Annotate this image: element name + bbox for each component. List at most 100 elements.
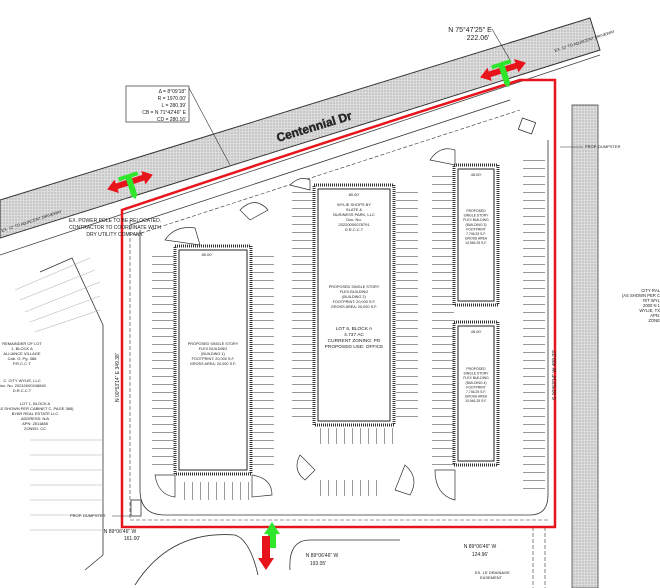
building-1-label: FOOTPRINT: 20,000 S.F. xyxy=(192,357,235,361)
dumpster-right xyxy=(517,117,537,135)
drainage-label-1: EX. 15' DRAINAGE xyxy=(475,570,510,575)
curve-chord-bearing: CB = N 71°42'46" E xyxy=(142,110,186,116)
neighbor-label-right: APN: xyxy=(650,313,660,318)
building-3-label: SINGLE STORY xyxy=(464,214,490,218)
neighbor-label-3: (AS SHOWN PER CABINET C, PAGE 385) xyxy=(0,406,74,411)
parking-south-b1 xyxy=(180,482,250,500)
south-left-distance: 161.00' xyxy=(124,536,140,542)
south-left-bearing: N 89°06'46" W xyxy=(104,529,137,535)
building-4-label: FLEX BUILDING xyxy=(463,376,489,380)
building-2-lot: CURRENT ZONING: PD xyxy=(328,338,381,344)
parking-west-b2 xyxy=(292,190,314,420)
landscape-island xyxy=(296,454,316,481)
neighbor-label-3: APN: 2511888 xyxy=(22,421,48,426)
east-sidewalk xyxy=(571,104,599,588)
landscape-island xyxy=(154,474,176,498)
neighbor-label-right: ZONE xyxy=(648,318,660,323)
building-2-owner: SLATE & xyxy=(346,207,362,212)
neighbor-boundary xyxy=(39,257,104,571)
building-1-label: PROPOSED SINGLE STORY xyxy=(188,342,239,346)
curve-radius: R = 1970.00' xyxy=(158,96,186,102)
dumpster-left-label: PROP. DUMPSTER xyxy=(70,513,106,518)
neighbor-label-2: D.R.C.C.T xyxy=(13,388,32,393)
building-2-owner: D.R.C.C.T xyxy=(345,227,364,232)
building-2-lot: LOT 6, BLOCK A xyxy=(336,326,373,332)
setback-line-north xyxy=(134,109,521,236)
west-bearing: N 00°53'14" E 349.38' xyxy=(115,353,121,402)
setback-line xyxy=(129,220,548,521)
building-2-owner: Doc. No. xyxy=(346,217,362,222)
building-4-label: PROPOSED xyxy=(466,367,486,371)
south-mid-distance: 193.05' xyxy=(310,561,326,567)
landscape-island xyxy=(289,178,311,191)
south-driveway xyxy=(134,534,259,586)
building-4-label: 7,746.25 S.F. xyxy=(466,390,486,394)
neighbor-label-3: ZONED: CC xyxy=(24,426,46,431)
building-4-label: SINGLE STORY xyxy=(464,372,490,376)
neighbor-label-1: P.R.C.C.T. xyxy=(13,361,31,366)
parking-south-b2 xyxy=(318,428,393,444)
curve-delta: Δ = 8°09'18" xyxy=(159,89,187,95)
building-2-lot: 4.737 AC xyxy=(344,332,364,338)
building-3-label: 7,746.25 S.F. xyxy=(466,232,486,236)
south-driveway-right xyxy=(289,539,400,571)
neighbor-label-3: LOT 1, BLOCK A xyxy=(20,401,51,406)
building-2-label: (BUILDING 2) xyxy=(342,295,366,299)
power-pole-note: DRY UTILITY COMPANY. xyxy=(86,232,143,238)
building-3-label: FLEX BUILDING xyxy=(463,218,489,222)
building-2-label: FOOTPRINT: 20,000 S.F. xyxy=(333,300,376,304)
access-arrow-west xyxy=(107,171,153,200)
landscape-island xyxy=(434,469,456,501)
power-pole-note: CONTRACTOR TO COORDINATE WITH xyxy=(69,225,161,231)
neighbor-label-2: Doc. No. 20210000248840 xyxy=(0,383,47,388)
building-3-width: 45.00' xyxy=(471,172,482,177)
landscape-island xyxy=(164,227,201,246)
building-3-label: PROPOSED xyxy=(466,209,486,213)
landscape-island xyxy=(251,474,273,498)
north-bearing: N 75°47'25" E xyxy=(448,26,492,34)
parking-west xyxy=(152,255,174,470)
neighbor-label-1: REMAINDER OF LOT xyxy=(2,341,42,346)
neighbor-label-1: Cab. G, Pg. 388 xyxy=(8,356,37,361)
neighbor-label-1: 1, BLOCK A xyxy=(11,346,33,351)
centennial-drive xyxy=(0,17,601,239)
neighbor-label-right: R/T WYL xyxy=(643,298,660,303)
neighbor-label-right: WYLIE, TX xyxy=(639,308,660,313)
building-2-lot: PROPOSED USE: OFFICE xyxy=(325,344,384,350)
building-4-label: 10,946.25 S.F. xyxy=(465,399,487,403)
parking-east-b1 xyxy=(252,255,274,470)
neighbor-lot-lines xyxy=(14,257,102,531)
drainage-label-2: EASEMENT xyxy=(480,575,503,580)
parking-east-lot xyxy=(523,160,545,490)
building-4-label: FOOTPRINT xyxy=(466,385,486,389)
access-arrow-north xyxy=(480,59,526,88)
south-right-bearing: N 89°06'46" W xyxy=(464,544,497,550)
parking-east-b2 xyxy=(396,190,418,420)
landscape-island xyxy=(239,202,269,221)
building-3-label: FOOTPRINT xyxy=(466,227,486,231)
building-3-label: GROSS AREA xyxy=(465,237,488,241)
access-arrow-south xyxy=(258,522,280,570)
neighbor-label-right: (AS SHOWN PER C xyxy=(622,293,660,298)
north-distance: 222.06' xyxy=(467,35,490,42)
neighbor-label-3: BYAR REAL ESTATE LLC xyxy=(12,411,59,416)
building-2-label: GROSS AREA: 20,000 S.F. xyxy=(331,305,377,309)
parking-south-b2b xyxy=(318,480,383,496)
dumpster-left xyxy=(130,499,142,517)
power-pole-note: EX. POWER POLE TO BE RELOCATED. xyxy=(69,218,161,224)
curb-north xyxy=(129,99,511,226)
leader-line xyxy=(491,28,511,61)
property-boundary xyxy=(120,78,557,529)
building-3-label: 10,946.25 S.F. xyxy=(465,241,487,245)
building-4-width: 45.00' xyxy=(471,329,482,334)
neighbor-label-2: C. CITY WYLIE, LLC xyxy=(3,378,40,383)
south-mid-bearing: N 89°06'46" W xyxy=(306,553,339,559)
building-2-owner: 20220000078791 xyxy=(338,222,370,227)
dumpster-right-label: PROP. DUMPSTER xyxy=(585,144,621,149)
east-bearing: S 00°53'14" W 499.23' xyxy=(552,350,558,400)
landscape-island xyxy=(394,464,415,496)
